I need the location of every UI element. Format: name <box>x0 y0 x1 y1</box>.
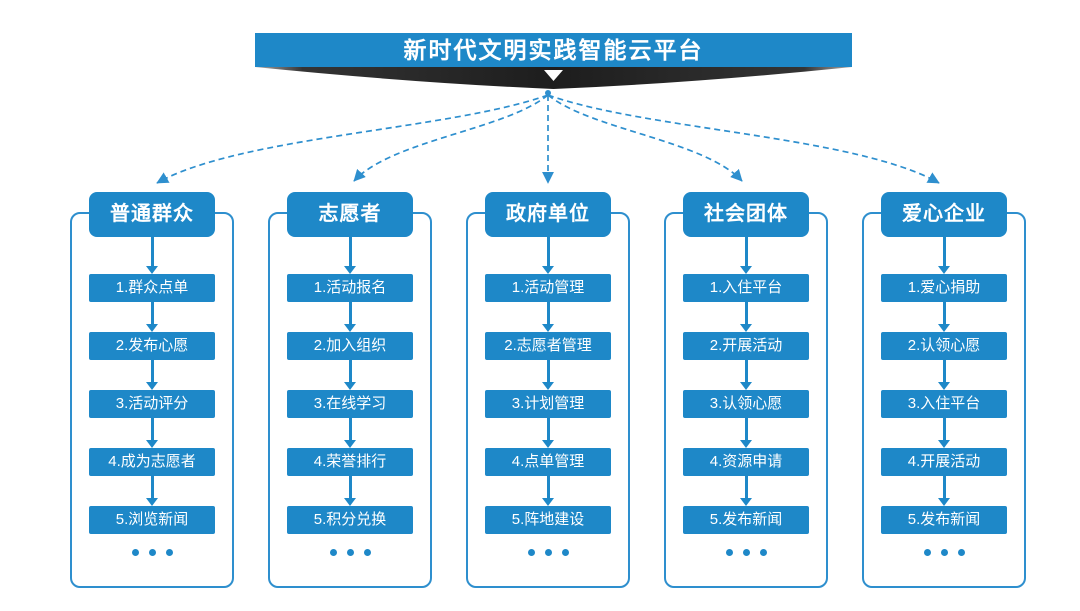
down-arrow-icon <box>740 302 752 332</box>
step-box: 5.阵地建设 <box>485 506 611 534</box>
column-volunteers: 志愿者 1.活动报名 2.加入组织 3.在线学习 4.荣誉排行 5.积分兑换 <box>260 192 440 588</box>
hub-dot <box>545 90 551 96</box>
down-arrow-icon <box>542 237 554 274</box>
banner-ribbon <box>255 67 852 89</box>
down-arrow-icon <box>938 237 950 274</box>
down-arrow-icon <box>938 302 950 332</box>
down-arrow-icon <box>740 418 752 448</box>
ellipsis <box>923 549 965 556</box>
ellipsis <box>725 549 767 556</box>
connector-to-column-4 <box>547 94 743 182</box>
connector-to-column-1 <box>156 94 549 184</box>
down-arrow-icon <box>344 237 356 274</box>
down-arrow-icon <box>542 360 554 390</box>
down-arrow-icon <box>938 418 950 448</box>
connector-lines <box>156 90 940 184</box>
column-caring-enterprises: 爱心企业 1.爱心捐助 2.认领心愿 3.入住平台 4.开展活动 5.发布新闻 <box>854 192 1034 588</box>
down-arrow-icon <box>146 302 158 332</box>
down-arrow-icon <box>740 237 752 274</box>
column-header-social-groups: 社会团体 <box>683 192 809 237</box>
down-arrow-icon <box>938 360 950 390</box>
step-box: 2.志愿者管理 <box>485 332 611 360</box>
down-arrow-icon <box>740 476 752 506</box>
down-arrow-icon <box>542 476 554 506</box>
step-box: 5.积分兑换 <box>287 506 413 534</box>
step-box: 4.点单管理 <box>485 448 611 476</box>
step-box: 4.成为志愿者 <box>89 448 215 476</box>
down-arrow-icon <box>344 418 356 448</box>
down-arrow-icon <box>146 476 158 506</box>
connector-to-column-5 <box>547 94 940 184</box>
step-box: 3.在线学习 <box>287 390 413 418</box>
step-box: 1.活动报名 <box>287 274 413 302</box>
down-arrow-icon <box>542 418 554 448</box>
down-arrow-icon <box>740 360 752 390</box>
column-government-units: 政府单位 1.活动管理 2.志愿者管理 3.计划管理 4.点单管理 5.阵地建设 <box>458 192 638 588</box>
step-box: 4.资源申请 <box>683 448 809 476</box>
column-header-government-units: 政府单位 <box>485 192 611 237</box>
down-arrow-icon <box>938 476 950 506</box>
down-arrow-icon <box>542 302 554 332</box>
step-box: 2.加入组织 <box>287 332 413 360</box>
down-arrow-icon <box>344 302 356 332</box>
step-box: 3.认领心愿 <box>683 390 809 418</box>
ellipsis <box>329 549 371 556</box>
step-box: 4.开展活动 <box>881 448 1007 476</box>
down-arrow-icon <box>146 360 158 390</box>
down-arrow-icon <box>344 360 356 390</box>
step-box: 1.入住平台 <box>683 274 809 302</box>
ribbon-down-arrow-icon <box>544 70 563 81</box>
platform-title-banner: 新时代文明实践智能云平台 <box>255 33 852 67</box>
step-box: 2.认领心愿 <box>881 332 1007 360</box>
step-box: 2.开展活动 <box>683 332 809 360</box>
down-arrow-icon <box>146 418 158 448</box>
step-box: 3.计划管理 <box>485 390 611 418</box>
connector-to-column-2 <box>353 94 549 182</box>
column-general-public: 普通群众 1.群众点单 2.发布心愿 3.活动评分 4.成为志愿者 5.浏览新闻 <box>62 192 242 588</box>
column-header-general-public: 普通群众 <box>89 192 215 237</box>
ellipsis <box>131 549 173 556</box>
step-box: 5.发布新闻 <box>683 506 809 534</box>
down-arrow-icon <box>146 237 158 274</box>
step-box: 5.浏览新闻 <box>89 506 215 534</box>
step-box: 2.发布心愿 <box>89 332 215 360</box>
ellipsis <box>527 549 569 556</box>
step-box: 1.群众点单 <box>89 274 215 302</box>
column-header-caring-enterprises: 爱心企业 <box>881 192 1007 237</box>
column-social-groups: 社会团体 1.入住平台 2.开展活动 3.认领心愿 4.资源申请 5.发布新闻 <box>656 192 836 588</box>
column-header-volunteers: 志愿者 <box>287 192 413 237</box>
step-box: 5.发布新闻 <box>881 506 1007 534</box>
step-box: 4.荣誉排行 <box>287 448 413 476</box>
step-box: 1.活动管理 <box>485 274 611 302</box>
step-box: 3.活动评分 <box>89 390 215 418</box>
step-box: 3.入住平台 <box>881 390 1007 418</box>
step-box: 1.爱心捐助 <box>881 274 1007 302</box>
down-arrow-icon <box>344 476 356 506</box>
